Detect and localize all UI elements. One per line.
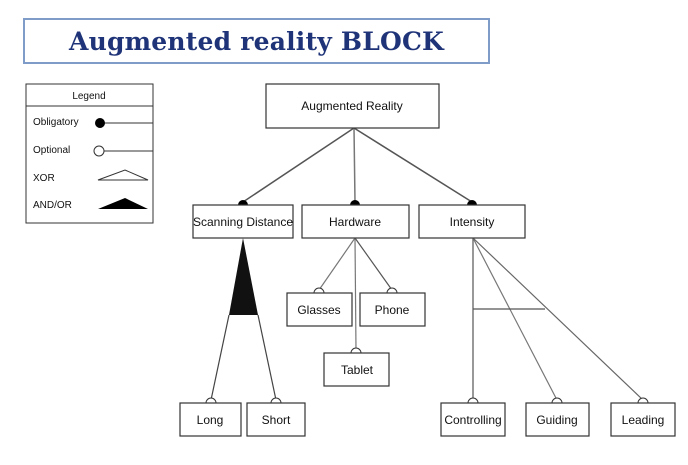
legend-label-optional: Optional: [33, 145, 70, 156]
node-guiding: Guiding: [525, 402, 590, 437]
diagram-title: Augmented reality BLOCK: [69, 26, 444, 56]
node-glasses-label: Glasses: [297, 303, 340, 317]
node-controlling: Controlling: [440, 402, 506, 437]
node-tablet-label: Tablet: [341, 363, 374, 377]
legend-box: [25, 83, 154, 224]
hollow-triangle-icon: [97, 169, 149, 181]
node-leading: Leading: [610, 402, 676, 437]
node-leading-label: Leading: [622, 413, 665, 427]
legend-label-and-or: AND/OR: [33, 200, 72, 211]
edge-intensity-guiding: [472, 237, 558, 401]
edge-hardware-phone: [354, 237, 393, 291]
edge-intensity-leading: [472, 237, 644, 401]
node-short-label: Short: [262, 413, 291, 427]
optional-marker-glasses: [313, 287, 325, 294]
node-intensity-label: Intensity: [450, 215, 495, 229]
node-hardware: Hardware: [301, 204, 410, 239]
node-short: Short: [246, 402, 306, 437]
optional-marker-phone: [386, 287, 398, 294]
edge-hardware-glasses: [318, 237, 356, 291]
optional-marker-controlling: [467, 397, 479, 404]
legend-label-obligatory: Obligatory: [33, 117, 79, 128]
optional-marker-tablet: [350, 347, 362, 354]
node-root-label: Augmented Reality: [301, 99, 402, 113]
hollow-circle-icon: [93, 145, 105, 157]
node-controlling-label: Controlling: [444, 413, 501, 427]
optional-marker-long: [205, 397, 217, 404]
node-root: Augmented Reality: [265, 83, 440, 129]
edge-root-intensity: [353, 127, 473, 203]
node-intensity: Intensity: [418, 204, 526, 239]
node-scanning-label: Scanning Distance: [193, 215, 293, 229]
node-long: Long: [179, 402, 242, 437]
legend-heading: Legend: [72, 91, 105, 102]
obligatory-marker-intensity: [467, 200, 477, 205]
node-long-label: Long: [197, 413, 224, 427]
optional-marker-leading: [637, 397, 649, 404]
optional-marker-short: [270, 397, 282, 404]
node-hardware-label: Hardware: [329, 215, 381, 229]
legend-label-xor: XOR: [33, 173, 55, 184]
node-tablet: Tablet: [323, 352, 390, 387]
obligatory-marker-hardware: [350, 200, 360, 205]
obligatory-marker-scanning: [238, 200, 248, 205]
node-scanning-distance: Scanning Distance: [192, 204, 294, 239]
and-or-group-triangle: [229, 238, 258, 315]
filled-triangle-icon: [98, 198, 148, 209]
node-phone-label: Phone: [375, 303, 410, 317]
optional-marker-guiding: [551, 397, 563, 404]
edge-scanning-long: [210, 314, 230, 401]
node-phone: Phone: [359, 292, 426, 327]
title-box: Augmented reality BLOCK: [23, 18, 490, 64]
node-guiding-label: Guiding: [536, 413, 577, 427]
edge-root-scanning: [242, 127, 355, 203]
edge-root-hardware: [353, 127, 356, 203]
connectors: [205, 127, 649, 404]
filled-circle-icon: [95, 118, 105, 128]
node-glasses: Glasses: [286, 292, 353, 327]
edge-hardware-tablet: [354, 237, 357, 351]
legend: Legend Obligatory Optional XOR AND/OR: [25, 83, 154, 224]
edge-scanning-short: [257, 314, 277, 401]
